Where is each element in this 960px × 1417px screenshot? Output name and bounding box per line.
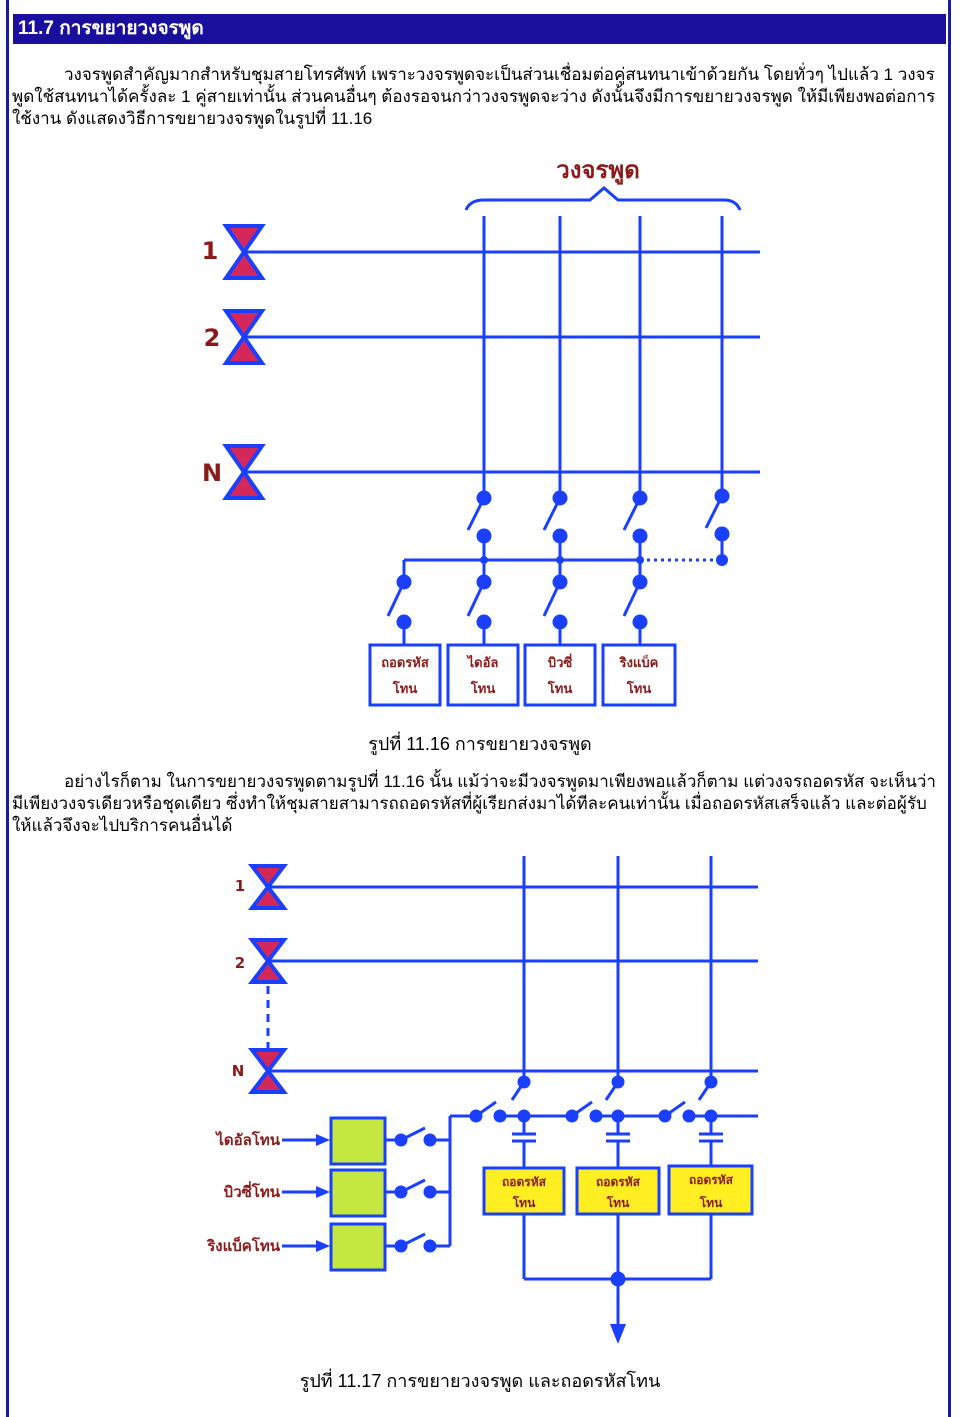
svg-text:โทน: โทน	[626, 680, 652, 697]
coupling-capacitors	[512, 1116, 723, 1168]
figure-11-17-caption: รูปที่ 11.17 การขยายวงจรพูด และถอดรหัสโท…	[299, 1371, 661, 1391]
svg-text:บิวซี่: บิวซี่	[548, 653, 573, 671]
line-label-2: 2	[235, 954, 245, 972]
svg-text:โทน: โทน	[606, 1195, 630, 1210]
subscriber-n-symbol	[247, 1048, 289, 1094]
subscriber-1-symbol	[247, 864, 289, 910]
speech-circuit-verticals	[522, 856, 713, 1082]
figure-11-16-caption: รูปที่ 11.16 การขยายวงจรพูด	[368, 734, 592, 754]
svg-text:ถอดรหัส: ถอดรหัส	[502, 1175, 547, 1189]
speech-circuit-verticals	[482, 216, 724, 498]
svg-text:โทน: โทน	[392, 680, 418, 697]
subscriber-1-symbol	[222, 224, 266, 280]
page-frame	[6, 0, 951, 1417]
svg-text:โทน: โทน	[512, 1195, 536, 1210]
figure-11-17-diagram: 1 2 N	[206, 856, 758, 1344]
dial-tone-label: ไดอัลโทน	[214, 1130, 280, 1149]
tone-box-dial: ไดอัล โทน	[446, 643, 520, 707]
subscriber-n-symbol	[222, 444, 266, 500]
busy-tone-generator	[329, 1168, 387, 1218]
dial-tone-generator	[329, 1116, 387, 1166]
line-label-2: 2	[204, 324, 221, 352]
subscriber-lines	[244, 250, 760, 474]
speech-circuit-bracket	[464, 186, 742, 211]
tone-decoder-3: ถอดรหัส โทน	[667, 1164, 754, 1216]
svg-text:ถอดรหัส: ถอดรหัส	[596, 1175, 641, 1189]
tone-input-arrows	[282, 1134, 330, 1252]
section-title: 11.7 การขยายวงจรพูด	[13, 14, 946, 44]
lower-switches	[386, 574, 648, 645]
busy-tone-label: บิวซี่โทน	[224, 1181, 281, 1201]
tone-decoder-2: ถอดรหัส โทน	[575, 1166, 661, 1216]
tone-box-busy: บิวซี่ โทน	[523, 643, 597, 707]
tone-decoder-1: ถอดรหัส โทน	[482, 1166, 566, 1216]
figure-11-16-diagram: วงจรพูด 1 2 N	[202, 156, 760, 707]
upper-switches	[466, 488, 730, 544]
svg-text:ไดอัล: ไดอัล	[466, 654, 499, 671]
line-label-n: N	[232, 1062, 245, 1080]
tone-generator-boxes	[329, 1116, 387, 1272]
ringback-tone-generator	[329, 1222, 387, 1272]
tone-bus	[448, 1100, 758, 1246]
tone-box-decoder: ถอดรหัส โทน	[368, 643, 442, 707]
line-label-1: 1	[202, 237, 219, 265]
tone-selector-switches	[385, 1126, 450, 1253]
svg-text:ริงแบ็ค: ริงแบ็ค	[619, 653, 659, 671]
bracket-label: วงจรพูด	[556, 156, 640, 185]
tone-box-ringback: ริงแบ็ค โทน	[601, 643, 677, 707]
subscriber-2-symbol	[222, 309, 266, 365]
decoder-output	[522, 1214, 713, 1344]
ringback-tone-label: ริงแบ็คโทน	[206, 1236, 280, 1255]
second-paragraph: อย่างไรก็ตาม ในการขยายวงจรพูดตามรูปที่ 1…	[12, 772, 936, 835]
svg-text:โทน: โทน	[470, 680, 496, 697]
line-label-1: 1	[235, 877, 245, 895]
line-label-n: N	[202, 459, 222, 487]
svg-text:โทน: โทน	[699, 1195, 723, 1210]
bus-junctions	[480, 554, 728, 566]
subscriber-lines	[268, 885, 758, 1073]
svg-text:โทน: โทน	[547, 680, 573, 697]
svg-text:ถอดรหัส: ถอดรหัส	[689, 1173, 734, 1187]
intro-paragraph: วงจรพูดสำคัญมากสำหรับชุมสายโทรศัพท์ เพรา…	[12, 65, 936, 128]
svg-text:ถอดรหัส: ถอดรหัส	[381, 656, 429, 671]
subscriber-2-symbol	[247, 938, 289, 984]
